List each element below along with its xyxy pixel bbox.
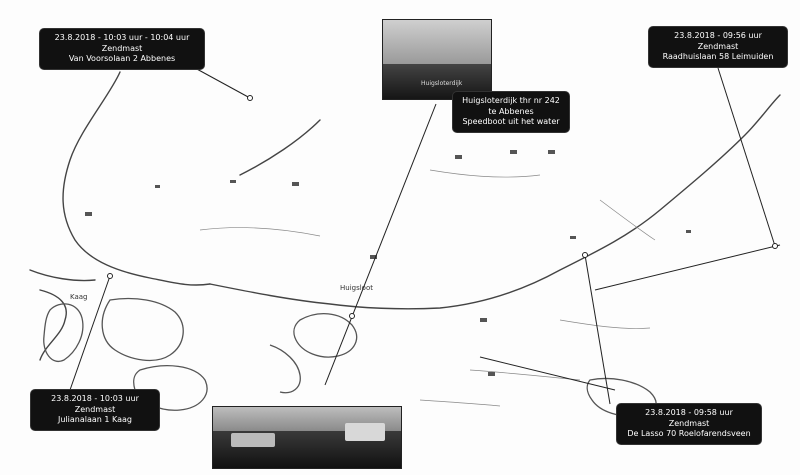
top-photo: Huigsloterdijk (382, 19, 492, 100)
callout-type: Zendmast (668, 418, 710, 428)
callout-leimuiden: 23.8.2018 - 09:56 uur Zendmast Raadhuisl… (649, 27, 787, 67)
callout-time: 23.8.2018 - 09:56 uur (674, 31, 762, 40)
mast-markers (107, 95, 778, 319)
shoreline-lines (29, 71, 781, 361)
road-lines (199, 169, 656, 407)
callout-address: Van Voorsolaan 2 Abbenes (68, 54, 176, 63)
callout-roelofarendsveen: 23.8.2018 - 09:58 uur Zendmast De Lasso … (617, 404, 761, 444)
callout-type: Zendmast (697, 41, 739, 51)
callout-time: 23.8.2018 - 10:03 uur (51, 394, 139, 403)
callout-address: De Lasso 70 Roelofarendsveen (627, 429, 751, 438)
callout-time: Huigsloterdijk thr nr 242 (462, 96, 560, 105)
water-bodies (43, 297, 657, 418)
place-label-huigsloot: Huigsloot (340, 284, 373, 292)
callout-type: Zendmast (74, 404, 116, 414)
callout-address: Julianalaan 1 Kaag (57, 415, 132, 424)
map-symbols (85, 150, 691, 376)
callout-address: Speedboot uit het water (462, 117, 560, 126)
callout-time: 23.8.2018 - 09:58 uur (645, 408, 733, 417)
callout-time: 23.8.2018 - 10:03 uur - 10:04 uur (54, 33, 190, 42)
callout-kaag: 23.8.2018 - 10:03 uur Zendmast Julianala… (31, 390, 159, 430)
top-photo-caption: Huigsloterdijk (421, 80, 463, 87)
place-label-kaag: Kaag (70, 293, 88, 301)
callout-type: te Abbenes (488, 106, 534, 116)
callout-type: Zendmast (101, 43, 143, 53)
callout-address: Raadhuislaan 58 Leimuiden (662, 52, 774, 61)
callout-abbenes: Huigsloterdijk thr nr 242 te Abbenes Spe… (453, 92, 569, 132)
callout-voormolen: 23.8.2018 - 10:03 uur - 10:04 uur Zendma… (40, 29, 204, 69)
bottom-photo (212, 406, 402, 469)
leader-lines (69, 67, 781, 405)
